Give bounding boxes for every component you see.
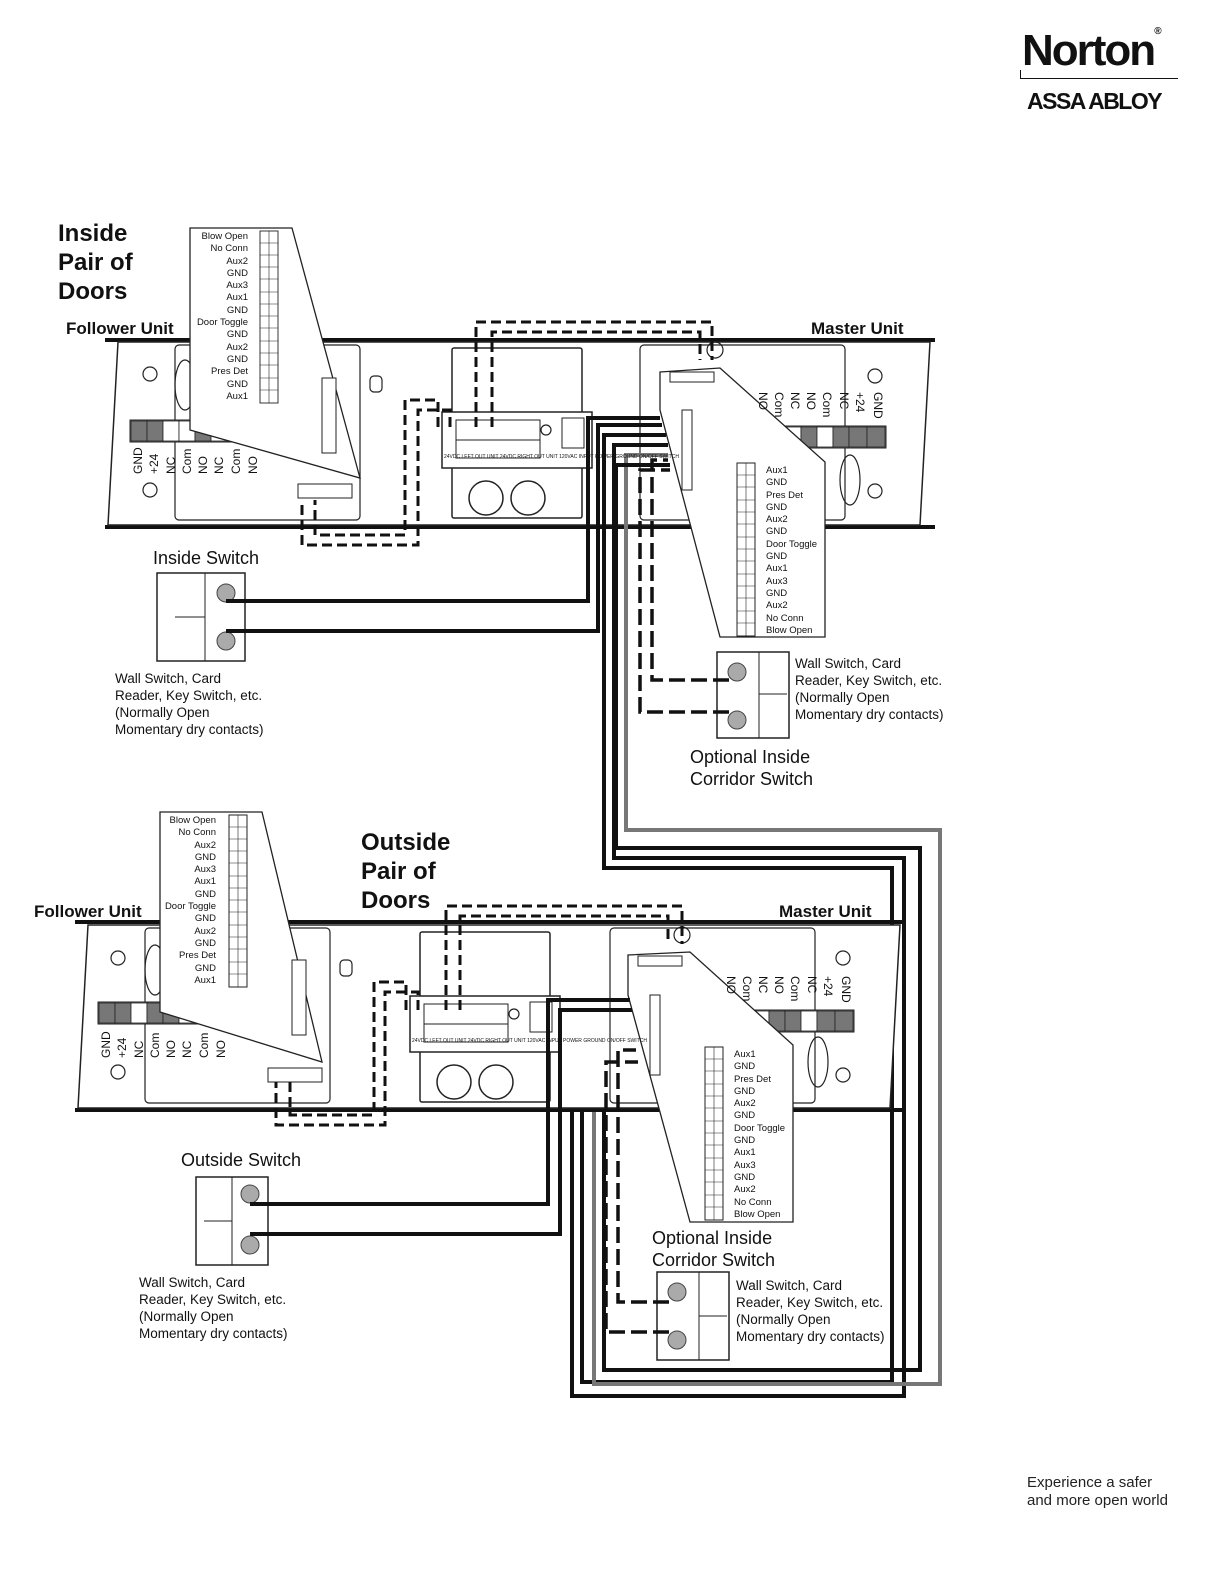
outside-corridor-switch-box (656, 1271, 730, 1361)
relay-label: NO (804, 392, 818, 410)
relay-label: NC (756, 976, 770, 994)
relay-label: NC (788, 392, 802, 410)
relay-label: NO (246, 456, 260, 474)
relay-label: NO (772, 976, 786, 994)
relay-label: Com (229, 448, 243, 474)
outside-master-terminal-panel (627, 951, 794, 1223)
relay-label: Com (740, 976, 754, 1002)
outside-corridor-wiring (604, 1048, 669, 1334)
relay-label: GND (131, 447, 145, 474)
inside-follower-terminal-panel (189, 227, 361, 499)
outside-switch-box (195, 1176, 269, 1266)
logo-rule (1020, 78, 1178, 79)
relay-label: NC (132, 1040, 146, 1058)
inside-follower-label: Follower Unit (66, 319, 174, 338)
relay-label: +24 (853, 392, 867, 413)
outside-switch-wiring (250, 998, 632, 1236)
relay-label: NC (180, 1040, 194, 1058)
relay-label: GND (839, 976, 853, 1003)
relay-label: GND (871, 392, 885, 419)
relay-label: +24 (147, 453, 161, 474)
relay-label: Com (772, 392, 786, 418)
relay-label: NO (214, 1040, 228, 1058)
relay-label: Com (180, 448, 194, 474)
outside-follower-terminal-panel (159, 811, 323, 1083)
relay-label: Com (788, 976, 802, 1002)
inside-switch-wiring (226, 416, 662, 633)
relay-label: NO (756, 392, 770, 410)
inside-switch-box (156, 572, 246, 662)
outside-switch-title: Outside Switch (181, 1150, 302, 1170)
inside-power-supply (441, 347, 593, 519)
outside-master-label: Master Unit (779, 902, 872, 921)
relay-label: Com (197, 1032, 211, 1058)
inside-corridor-wiring (638, 458, 729, 714)
relay-label: +24 (821, 976, 835, 997)
inside-switch-title: Inside Switch (153, 548, 260, 568)
inside-corridor-switch-box (716, 651, 790, 739)
relay-label: Com (820, 392, 834, 418)
relay-label: +24 (115, 1037, 129, 1058)
relay-label: NC (805, 976, 819, 994)
inside-master-label: Master Unit (811, 319, 904, 338)
relay-label: NC (837, 392, 851, 410)
inside-power-board-labels: 24VDC LEFT OUT UNIT 24VDC RIGHT OUT UNIT… (444, 454, 679, 460)
outside-power-supply (409, 931, 561, 1103)
logo-tick (1020, 70, 1021, 78)
outside-follower-label: Follower Unit (34, 902, 142, 921)
relay-label: NO (196, 456, 210, 474)
inside-dashed-power-wiring (300, 320, 714, 547)
norton-logo: Norton® (1022, 26, 1162, 75)
relay-label: NC (212, 456, 226, 474)
relay-label: NC (164, 456, 178, 474)
assa-abloy-logo: ASSA ABLOY (1027, 88, 1163, 114)
relay-label: NO (724, 976, 738, 994)
outside-dashed-power-wiring (274, 904, 684, 1127)
relay-label: Com (148, 1032, 162, 1058)
outside-power-board-labels: 24VDC LEFT OUT UNIT 24VDC RIGHT OUT UNIT… (412, 1038, 647, 1044)
relay-label: NO (164, 1040, 178, 1058)
relay-label: GND (99, 1031, 113, 1058)
inside-master-terminal-panel (659, 367, 826, 638)
